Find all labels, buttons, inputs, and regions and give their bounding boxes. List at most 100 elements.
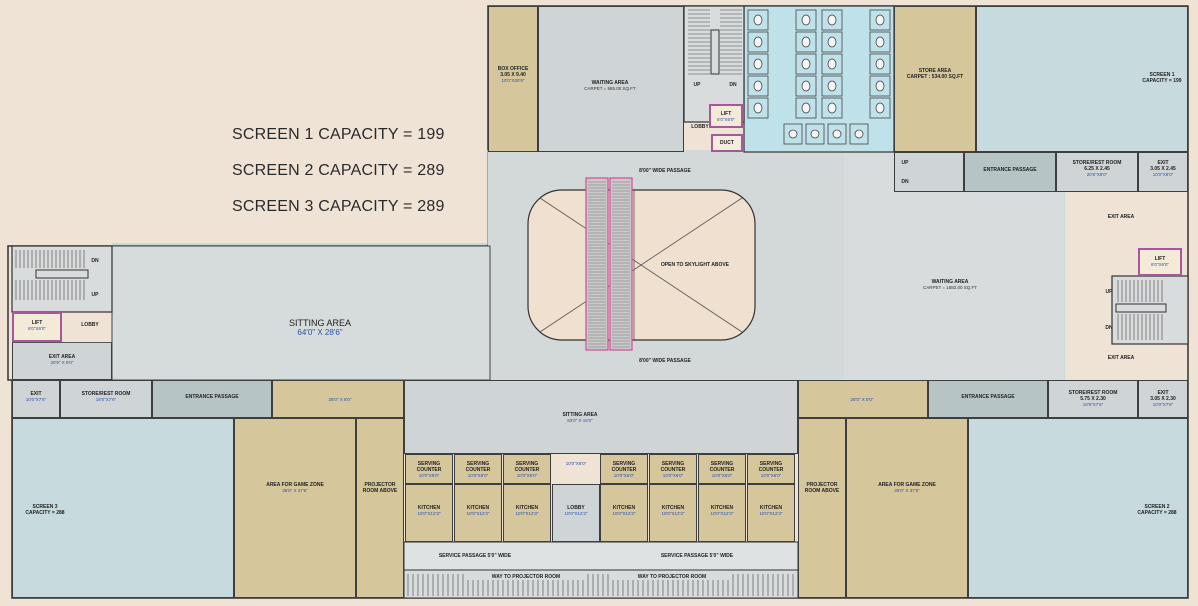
stair-right-dn: DN [1105, 325, 1113, 331]
khaki-strip-right [798, 380, 928, 418]
stair-top [683, 5, 745, 123]
sitting-area-center [404, 380, 798, 454]
store-rest-left [60, 380, 152, 418]
serving-counter-left-3 [503, 454, 551, 484]
exit-right-bottom [1138, 380, 1188, 418]
exit-area-right-top-label: EXIT AREA [1107, 214, 1135, 220]
entrance-passage-right-bottom [928, 380, 1048, 418]
kitchen-left-2 [454, 484, 502, 542]
exit-left [12, 380, 60, 418]
projector-right-label: PROJECTOR ROOM ABOVE [804, 482, 840, 494]
serving-counter-right-1 [600, 454, 648, 484]
entrance-passage-left-label: ENTRANCE PASSAGE [185, 394, 239, 400]
serving-counter-right-3 [698, 454, 746, 484]
entrance-passage-right-bottom-label: ENTRANCE PASSAGE [961, 394, 1015, 400]
serving-counter-right-2 [649, 454, 697, 484]
kitchen-right-1 [600, 484, 648, 542]
kitchen-right-4 [747, 484, 795, 542]
service-passage-right-label: SERVICE PASSAGE 5'0" WIDE [660, 553, 734, 559]
serving-counter-left-1 [405, 454, 453, 484]
entrance-passage-right-label: ENTRANCE PASSAGE [983, 167, 1037, 173]
left-floor [111, 245, 491, 381]
khaki-strip-right-label: 28'0" X 8'0" [850, 397, 874, 402]
game-zone-left [234, 418, 356, 598]
toilet-block [743, 5, 895, 153]
serving-counter-right-4 [747, 454, 795, 484]
store-rest-right-bottom [1048, 380, 1138, 418]
exit-area-right-bottom-label: EXIT AREA [1107, 355, 1135, 361]
stair-right [1111, 275, 1189, 345]
game-zone-right [846, 418, 968, 598]
kitchen-left-1 [405, 484, 453, 542]
service-passage-left-label: SERVICE PASSAGE 5'0" WIDE [438, 553, 512, 559]
duct [711, 134, 743, 152]
lift-left [12, 312, 62, 342]
khaki-strip-left-label: 28'0" X 8'0" [328, 397, 352, 402]
store-area [894, 6, 976, 152]
duct-label: DUCT [720, 140, 734, 146]
stair-left-dn: DN [91, 258, 99, 264]
projector-left-label: PROJECTOR ROOM ABOVE [362, 482, 398, 494]
passage-bottom-label: 8'00" WIDE PASSAGE [639, 358, 691, 364]
stair-top-dn: DN [729, 82, 737, 88]
screen3 [12, 418, 234, 598]
khaki-strip-left [272, 380, 404, 418]
box-office [488, 6, 538, 152]
projector-room-left [356, 418, 404, 598]
store-rest-right-top [1056, 152, 1138, 192]
exit-right-top [1138, 152, 1188, 192]
entrance-passage-left [152, 380, 272, 418]
skylight-void [527, 189, 756, 341]
kitchen-right-2 [649, 484, 697, 542]
skylight-label: OPEN TO SKYLIGHT ABOVE [660, 262, 730, 268]
stair-left [11, 245, 113, 313]
screen2 [968, 418, 1188, 598]
lobby-center [552, 484, 600, 542]
lobby-left-label: LOBBY [81, 322, 99, 328]
stair-right-top-dn: DN [901, 179, 909, 185]
stair-top-up: UP [693, 82, 701, 88]
serving-counter-left-2 [454, 454, 502, 484]
stair-right-top [894, 152, 964, 192]
stair-right-up: UP [1105, 289, 1113, 295]
escalators [585, 177, 633, 351]
lift-right [1138, 248, 1182, 276]
stair-right-top-up: UP [901, 160, 909, 166]
lobby-top-label: LOBBY [691, 124, 709, 130]
exit-area-left [12, 342, 112, 380]
way-projector-left-label: WAY TO PROJECTOR ROOM [466, 574, 586, 580]
lift-top [709, 104, 743, 128]
screen1 [976, 6, 1188, 152]
